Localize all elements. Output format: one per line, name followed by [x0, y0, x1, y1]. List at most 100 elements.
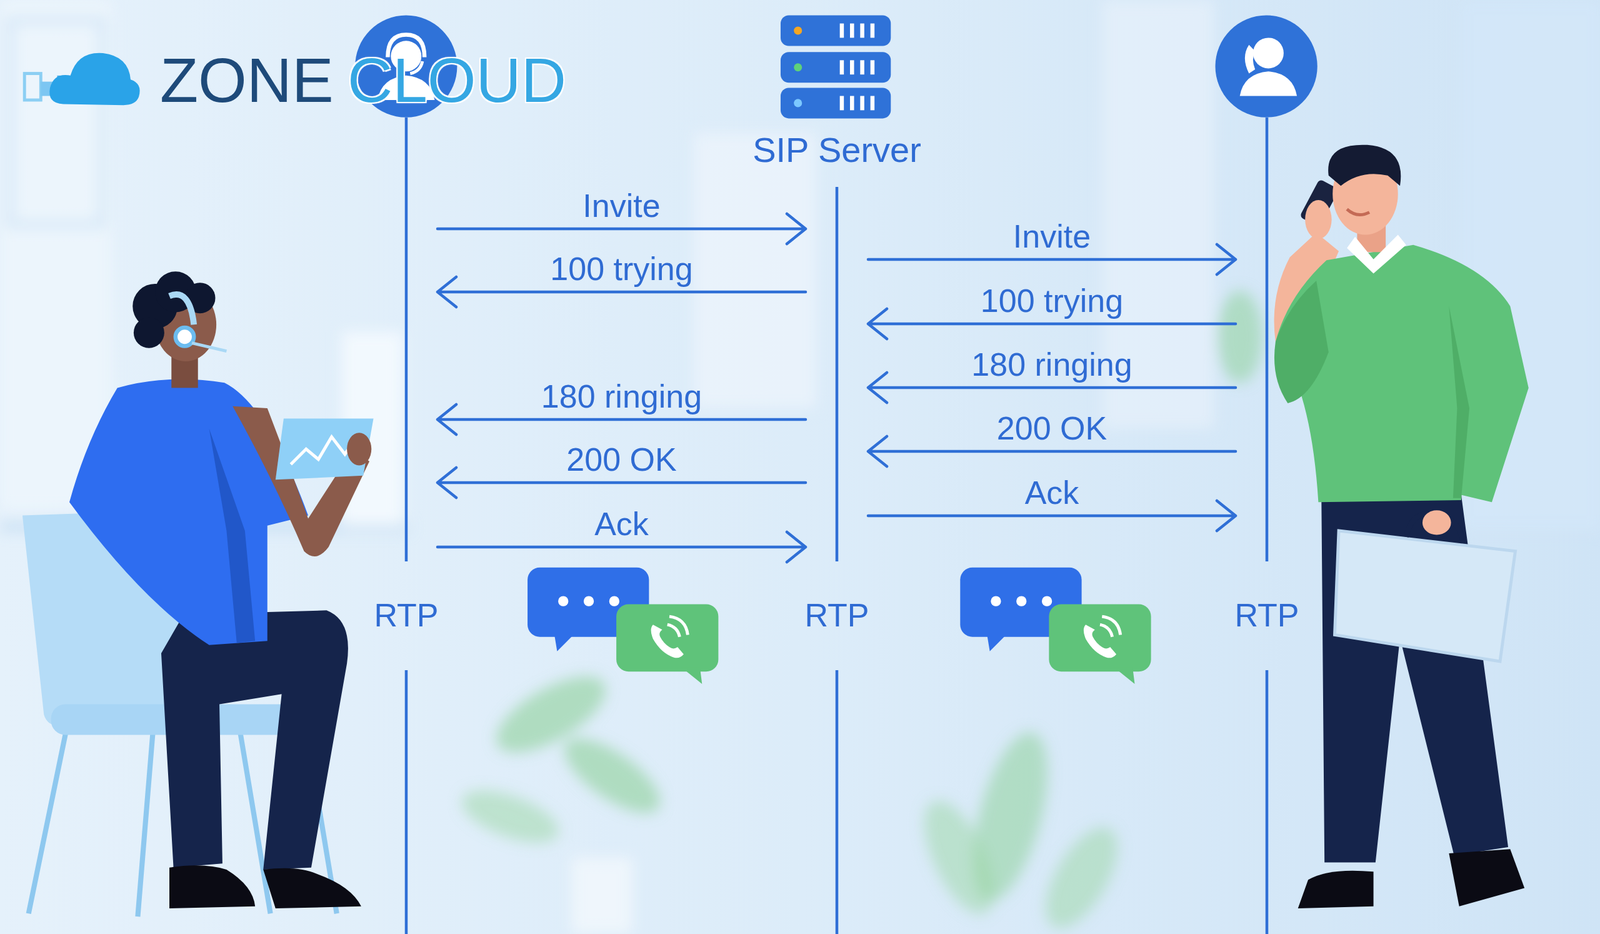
phone-glyph — [1083, 624, 1117, 658]
bubble-dot — [583, 595, 594, 606]
agent-hand — [346, 432, 372, 465]
agent-legs — [161, 610, 349, 870]
message-label: 200 OK — [996, 410, 1107, 447]
agent-headset — [169, 294, 194, 325]
server-bar — [860, 23, 865, 39]
call-bubble — [616, 604, 719, 672]
server-bar — [840, 95, 845, 110]
server-bar — [850, 23, 855, 39]
server-unit — [780, 15, 891, 46]
bubble-tail — [681, 667, 703, 684]
sip-message-arrow — [437, 276, 806, 307]
user-circle — [1215, 15, 1317, 117]
lifeline — [405, 117, 409, 562]
tablet — [275, 418, 374, 480]
server-unit — [780, 87, 891, 119]
server-unit — [780, 51, 891, 83]
lifeline-node: SIP ServerRTP — [805, 118, 869, 934]
server-bar — [870, 60, 875, 75]
logo-icon — [24, 53, 140, 106]
protocol-label: RTP — [373, 597, 439, 634]
server-led — [793, 98, 802, 107]
call-bubble — [1048, 604, 1151, 672]
bubble-dot — [1041, 595, 1052, 606]
lifeline — [1265, 670, 1269, 934]
sip-message-arrow — [437, 467, 806, 498]
plant-pot — [571, 856, 633, 934]
agent-shoe — [263, 868, 362, 909]
plant-leaf — [1217, 290, 1263, 383]
phone-signal — [1100, 616, 1121, 637]
protocol-label: RTP — [804, 597, 869, 634]
sip-message-arrow — [868, 308, 1236, 339]
server-bar — [870, 95, 875, 110]
server-bar — [870, 23, 875, 39]
bubble-dot — [990, 595, 1001, 606]
man-hair — [1328, 145, 1401, 186]
plant-leaf — [455, 780, 565, 854]
user-head — [1253, 37, 1284, 69]
lifeline-node: RTP — [1235, 117, 1299, 934]
message-label: 100 trying — [980, 283, 1124, 319]
server-bar — [850, 60, 855, 75]
shopping-bag — [1335, 530, 1516, 662]
phone-signal — [667, 616, 689, 637]
headset-ear — [175, 327, 194, 346]
lifeline — [405, 670, 409, 934]
standing-man — [1274, 145, 1529, 909]
lifeline — [1265, 117, 1269, 562]
server-bar — [860, 95, 865, 110]
sip-message-arrow — [437, 213, 806, 244]
lifeline-node: RTP — [375, 117, 438, 934]
server-icon — [780, 15, 891, 119]
plant-leaf — [910, 790, 1009, 924]
server-bar — [850, 95, 855, 110]
agent-icon — [355, 15, 457, 117]
plant-leaf — [553, 725, 671, 827]
agent-body — [377, 75, 435, 100]
logo-text: ZONE — [160, 48, 334, 112]
agent-shoe — [169, 865, 255, 909]
man-shoe — [1448, 848, 1525, 906]
agent-hair — [133, 317, 165, 349]
server-bar — [860, 60, 865, 75]
lifelines — [406, 117, 1267, 934]
message-label: 200 OK — [566, 441, 677, 478]
message-label: Invite — [582, 188, 660, 224]
server-name: SIP Server — [752, 130, 922, 170]
server-led — [793, 63, 802, 72]
bubble-dot — [609, 595, 620, 606]
agent-headset — [387, 35, 425, 58]
bubble-tail — [1114, 667, 1135, 684]
chair-leg — [28, 729, 67, 914]
plant-leaf — [1031, 816, 1132, 934]
message-label: Invite — [1013, 218, 1091, 255]
bubble-tail — [986, 632, 1009, 651]
sip-message-arrow — [868, 244, 1236, 275]
user-body — [1240, 71, 1297, 96]
lifeline — [835, 186, 839, 562]
man-shoe — [1298, 870, 1374, 909]
sip-message-arrow — [868, 436, 1236, 467]
seated-agent — [22, 271, 374, 917]
shirt-shadow — [209, 428, 255, 644]
server-bar — [840, 23, 845, 39]
lifeline — [835, 670, 839, 934]
server-bar — [840, 60, 845, 75]
sip-message-arrow — [868, 372, 1236, 403]
server-led — [793, 26, 802, 35]
agent-mic — [410, 61, 423, 74]
building — [1101, 0, 1215, 429]
chat-bubbles — [960, 567, 1151, 684]
message-label: Ack — [594, 506, 649, 542]
sip-message-arrow — [868, 500, 1236, 531]
message-label: 180 ringing — [541, 378, 702, 415]
sip-message-arrow — [437, 404, 806, 435]
message-label: 100 trying — [550, 251, 693, 287]
logo-text: CLOUD — [347, 48, 567, 112]
bubble-tail — [554, 632, 576, 651]
message-label: 180 ringing — [971, 346, 1132, 383]
